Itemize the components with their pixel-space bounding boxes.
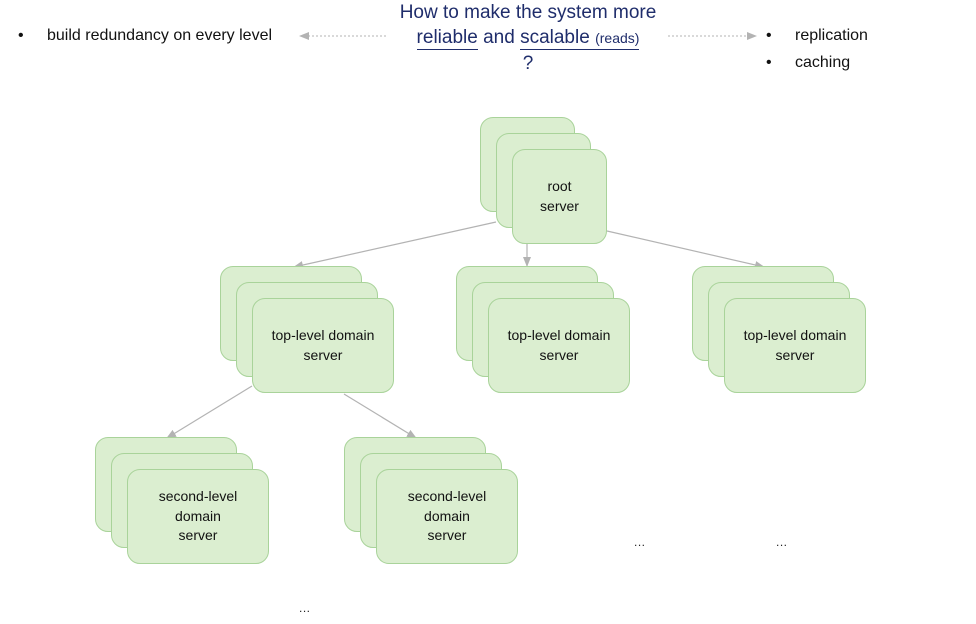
reads-qualifier: (reads) [595,30,640,46]
ellipsis-more-sld-tld-2: ... [634,535,646,549]
right-bullet-text: caching [795,54,851,71]
sld-server-label: second-level domain server [407,488,487,544]
left-bullet-text: build redundancy on every level [47,27,273,44]
right-bullet-text: replication [795,27,868,44]
left-bullet-item: • build redundancy on every level [18,27,273,45]
ellipsis-more-sld-tld-3: ... [776,535,788,549]
edge-root-tld-3 [606,230,765,269]
tld-server-label: top-level domain server [743,327,847,363]
server-card-front: root server [512,149,607,244]
server-card-front: top-level domain server [488,298,630,393]
edge-tld-sld-2 [343,393,417,439]
and-word: and [483,27,515,48]
question-heading: How to make the system more reliable and… [378,0,678,76]
ellipsis-more-levels: ... [299,601,311,615]
sld-server-label: second-level domain server [158,488,238,544]
bullet-dot: • [766,27,772,44]
edge-root-tld-1 [293,221,497,269]
reliable-word: reliable [416,27,478,50]
scalable-word: scalable [520,27,590,48]
edge-tld-sld-1 [166,385,253,439]
question-line-1: How to make the system more [399,2,657,23]
scalable-phrase: scalable (reads) [520,27,640,50]
question-mark: ? [522,53,534,74]
server-card-front: second-level domain server [376,469,518,564]
right-bullet-item-caching: • caching [766,54,851,72]
server-card-front: top-level domain server [252,298,394,393]
bullet-dot: • [766,54,772,71]
server-card-front: top-level domain server [724,298,866,393]
bullet-dot: • [18,27,24,44]
tld-server-label: top-level domain server [271,327,375,363]
right-bullet-item-replication: • replication [766,27,868,45]
root-server-label: root server [540,178,579,214]
tld-server-label: top-level domain server [507,327,611,363]
question-line-2: reliable and scalable (reads) [378,25,678,51]
server-card-front: second-level domain server [127,469,269,564]
